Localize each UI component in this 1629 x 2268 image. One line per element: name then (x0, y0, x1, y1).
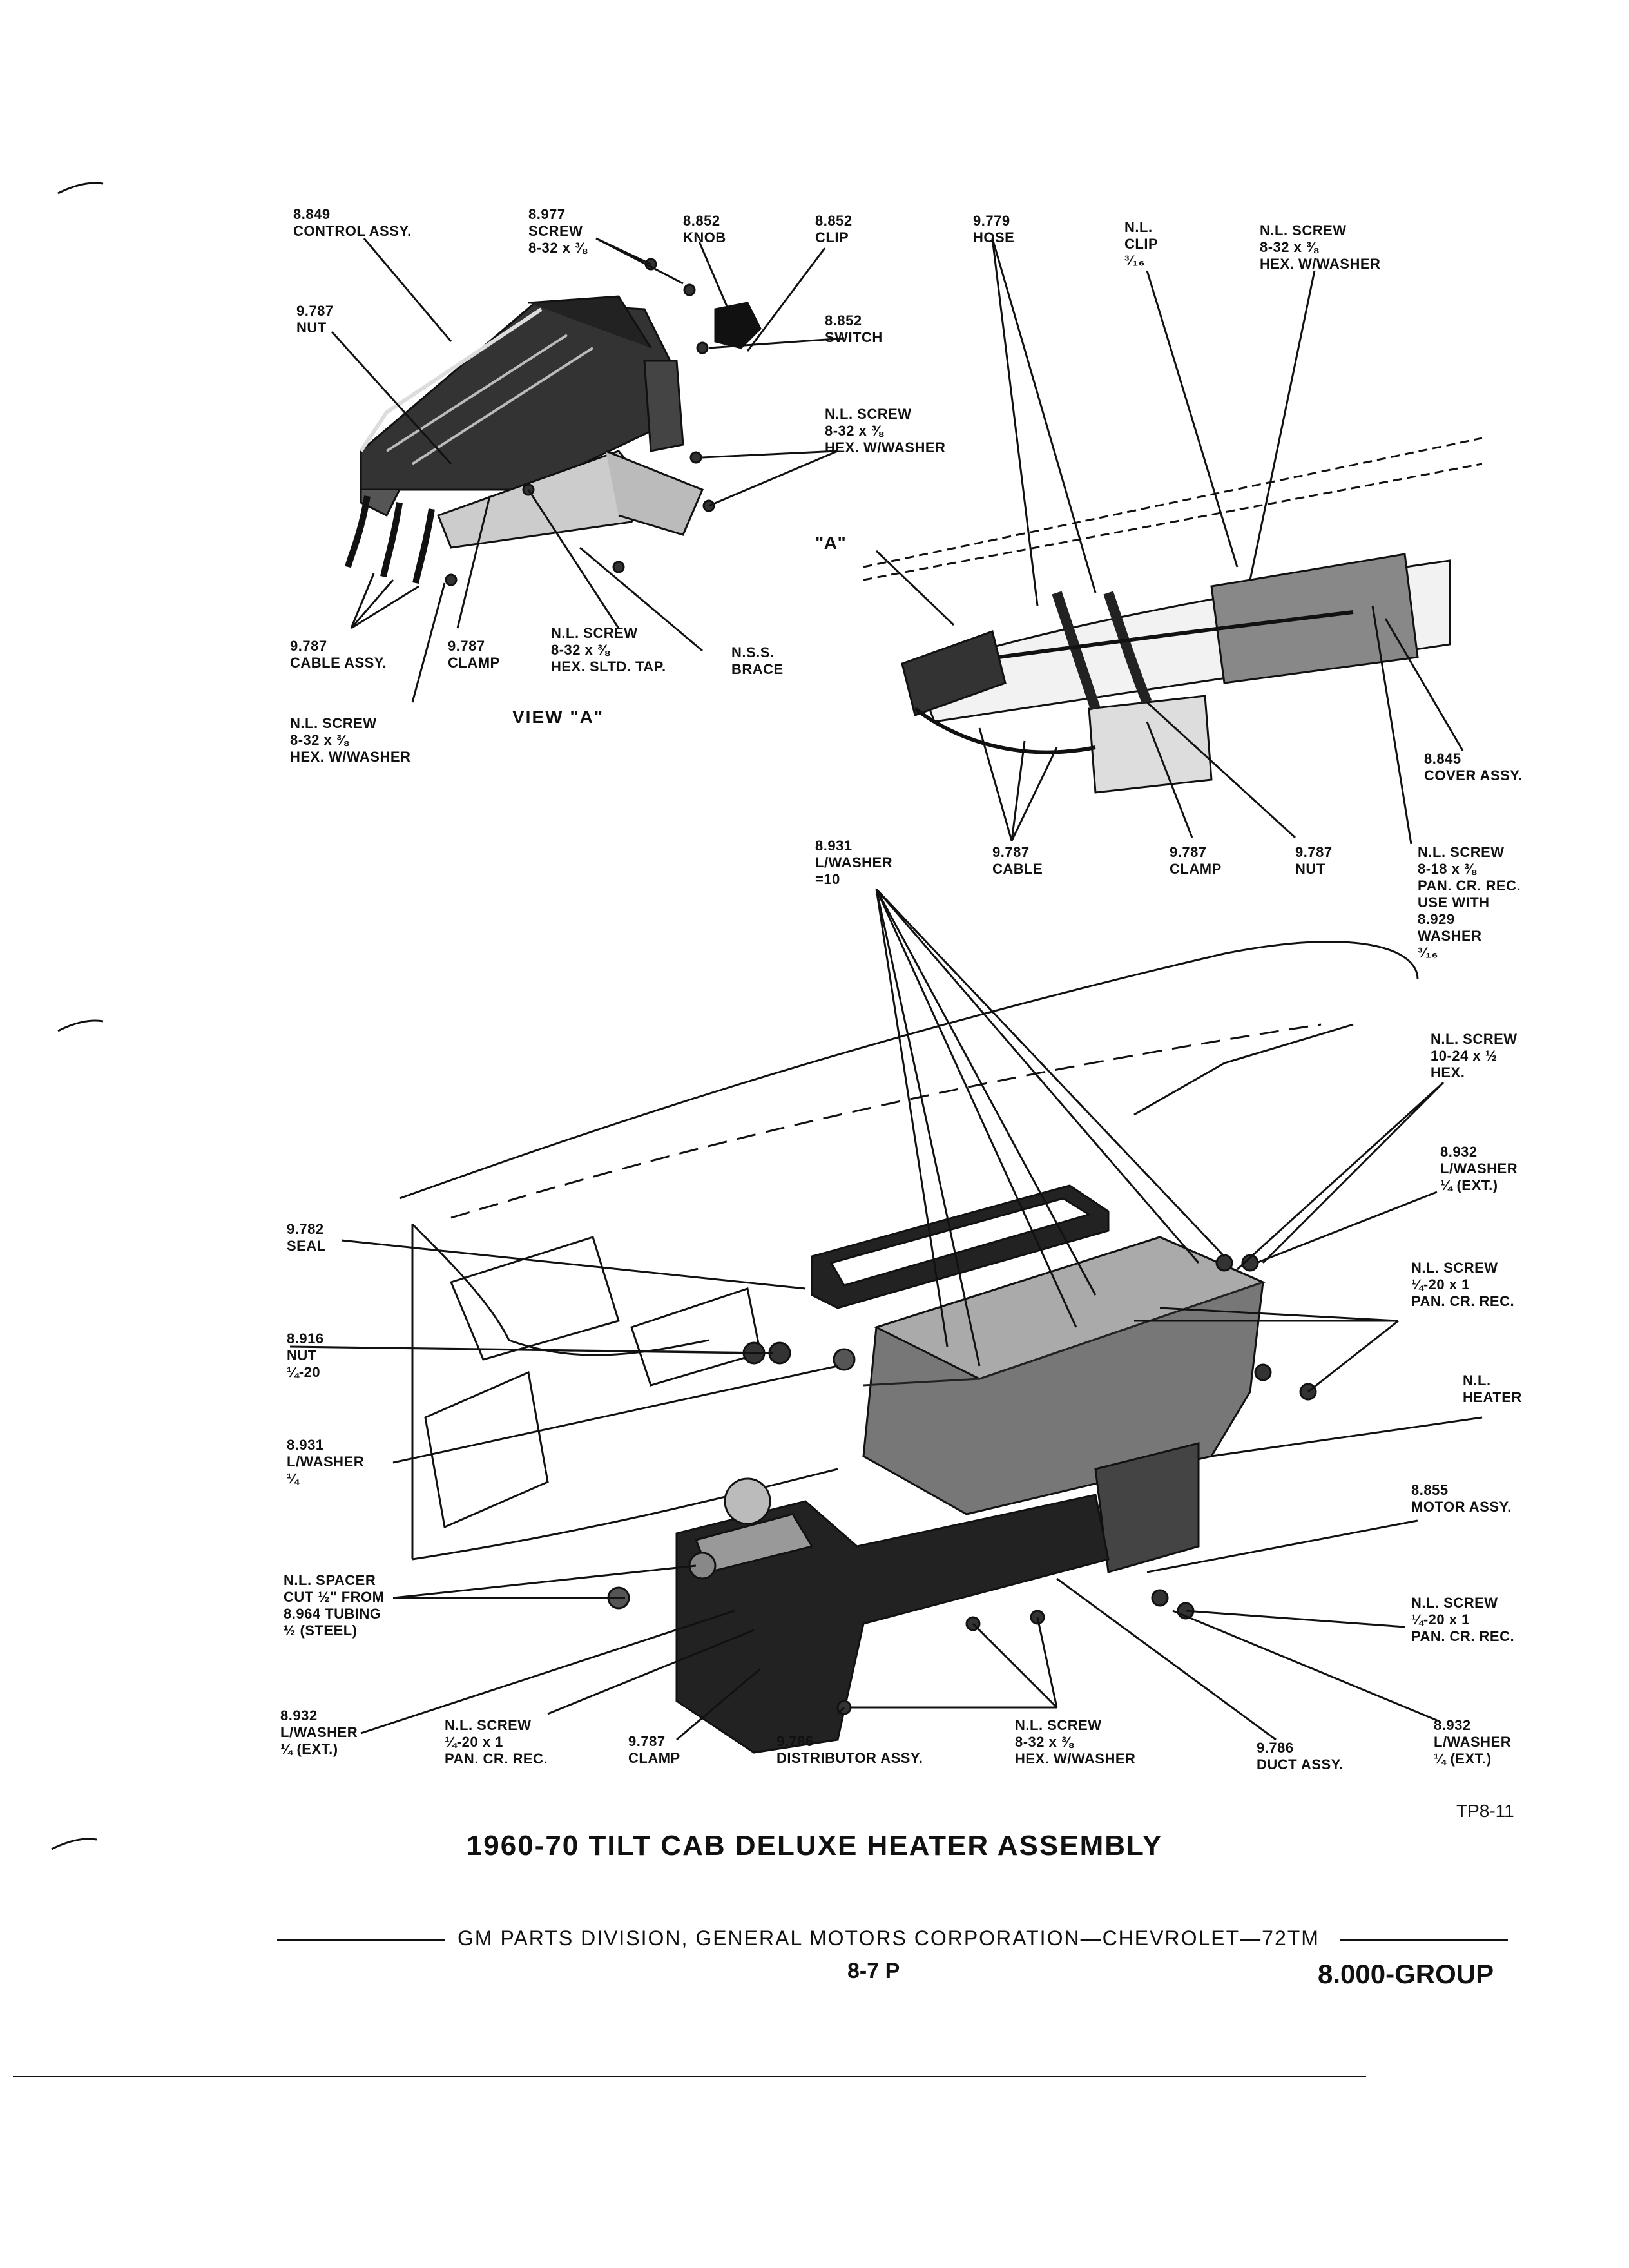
control-assembly-drawing (331, 237, 845, 703)
label-heater: N.L. HEATER (1463, 1372, 1522, 1405)
label-brace: N.S.S. BRACE (731, 644, 784, 677)
label-cable-assy: 9.787 CABLE ASSY. (290, 638, 387, 671)
label-spacer: N.L. SPACER CUT ½" FROM 8.964 TUBING ½ (… (284, 1572, 385, 1639)
view-a-caption: VIEW "A" (512, 707, 604, 727)
corner-mark (51, 1838, 97, 1850)
label-nut-9787-b: 9.787 NUT (1295, 844, 1333, 877)
footer-rule-right (1340, 1939, 1508, 1941)
bottom-rule (13, 2076, 1366, 2077)
group-label: 8.000-GROUP (1318, 1959, 1494, 1989)
label-screw-hex-washer-c: N.L. SCREW 8-32 x ⅜ HEX. W/WASHER (1260, 222, 1381, 272)
label-cable-9787: 9.787 CABLE (992, 844, 1043, 877)
label-washer-8932-top: 8.932 L/WASHER ¼ (EXT.) (1440, 1144, 1518, 1193)
label-screw-pan-quarter-b: N.L. SCREW ¼-20 x 1 PAN. CR. REC. (1411, 1595, 1515, 1644)
installed-view-drawing (863, 238, 1483, 845)
page-title: 1960-70 TILT CAB DELUXE HEATER ASSEMBLY (466, 1830, 1163, 1861)
label-seal: 9.782 SEAL (287, 1221, 326, 1254)
label-washer-8931-10: 8.931 L/WASHER =10 (815, 838, 893, 887)
label-screw-sltd-tap: N.L. SCREW 8-32 x ⅜ HEX. SLTD. TAP. (551, 625, 666, 675)
label-control-assy: 8.849 CONTROL ASSY. (293, 206, 412, 239)
footer-rule-left (277, 1939, 445, 1941)
label-nut-9787: 9.787 NUT (296, 303, 334, 336)
label-screw-10-24: N.L. SCREW 10-24 x ½ HEX. (1431, 1031, 1518, 1081)
label-screw-8977: 8.977 SCREW 8-32 x ⅜ (528, 206, 587, 256)
label-clip-8852: 8.852 CLIP (815, 213, 853, 245)
label-screw-hex-washer-a: N.L. SCREW 8-32 x ⅜ HEX. W/WASHER (825, 406, 946, 456)
label-cover-assy: 8.845 COVER ASSY. (1424, 751, 1523, 783)
label-switch: 8.852 SWITCH (825, 312, 883, 345)
label-nut-8916: 8.916 NUT ¼-20 (287, 1331, 324, 1380)
label-duct-assy: 9.786 DUCT ASSY. (1257, 1740, 1344, 1773)
label-washer-8932-right: 8.932 L/WASHER ¼ (EXT.) (1434, 1717, 1512, 1767)
main-assembly-drawing (289, 888, 1483, 1754)
label-hose: 9.779 HOSE (973, 213, 1015, 245)
label-distributor-assy: 9.786 DISTRIBUTOR ASSY. (776, 1733, 923, 1766)
label-screw-hex-washer-d: N.L. SCREW 8-32 x ⅜ HEX. W/WASHER (1015, 1717, 1136, 1767)
label-clip-nl: N.L. CLIP ³⁄₁₆ (1124, 219, 1159, 269)
label-screw-pan-8-18: N.L. SCREW 8-18 x ⅜ PAN. CR. REC. USE WI… (1418, 844, 1521, 961)
figure-code: TP8-11 (1456, 1801, 1514, 1821)
label-clamp-9787-a: 9.787 CLAMP (448, 638, 500, 671)
page-number: 8-7 P (847, 1959, 900, 1983)
label-motor-assy: 8.855 MOTOR ASSY. (1411, 1482, 1512, 1515)
corner-mark (57, 1019, 104, 1032)
footer-division: GM PARTS DIVISION, GENERAL MOTORS CORPOR… (458, 1927, 1320, 1950)
label-screw-pan-quarter-a: N.L. SCREW ¼-20 x 1 PAN. CR. REC. (1411, 1260, 1515, 1309)
label-washer-8931-q: 8.931 L/WASHER ¼ (287, 1437, 365, 1486)
label-clamp-9787-b: 9.787 CLAMP (1170, 844, 1222, 877)
label-screw-hex-washer-b: N.L. SCREW 8-32 x ⅜ HEX. W/WASHER (290, 715, 411, 765)
a-marker: "A" (815, 533, 847, 553)
label-clamp-9787-c: 9.787 CLAMP (628, 1733, 680, 1766)
corner-mark (57, 182, 104, 195)
label-screw-pan-quarter-c: N.L. SCREW ¼-20 x 1 PAN. CR. REC. (445, 1717, 548, 1767)
label-washer-8932-left: 8.932 L/WASHER ¼ (EXT.) (280, 1707, 358, 1757)
label-knob: 8.852 KNOB (683, 213, 726, 245)
